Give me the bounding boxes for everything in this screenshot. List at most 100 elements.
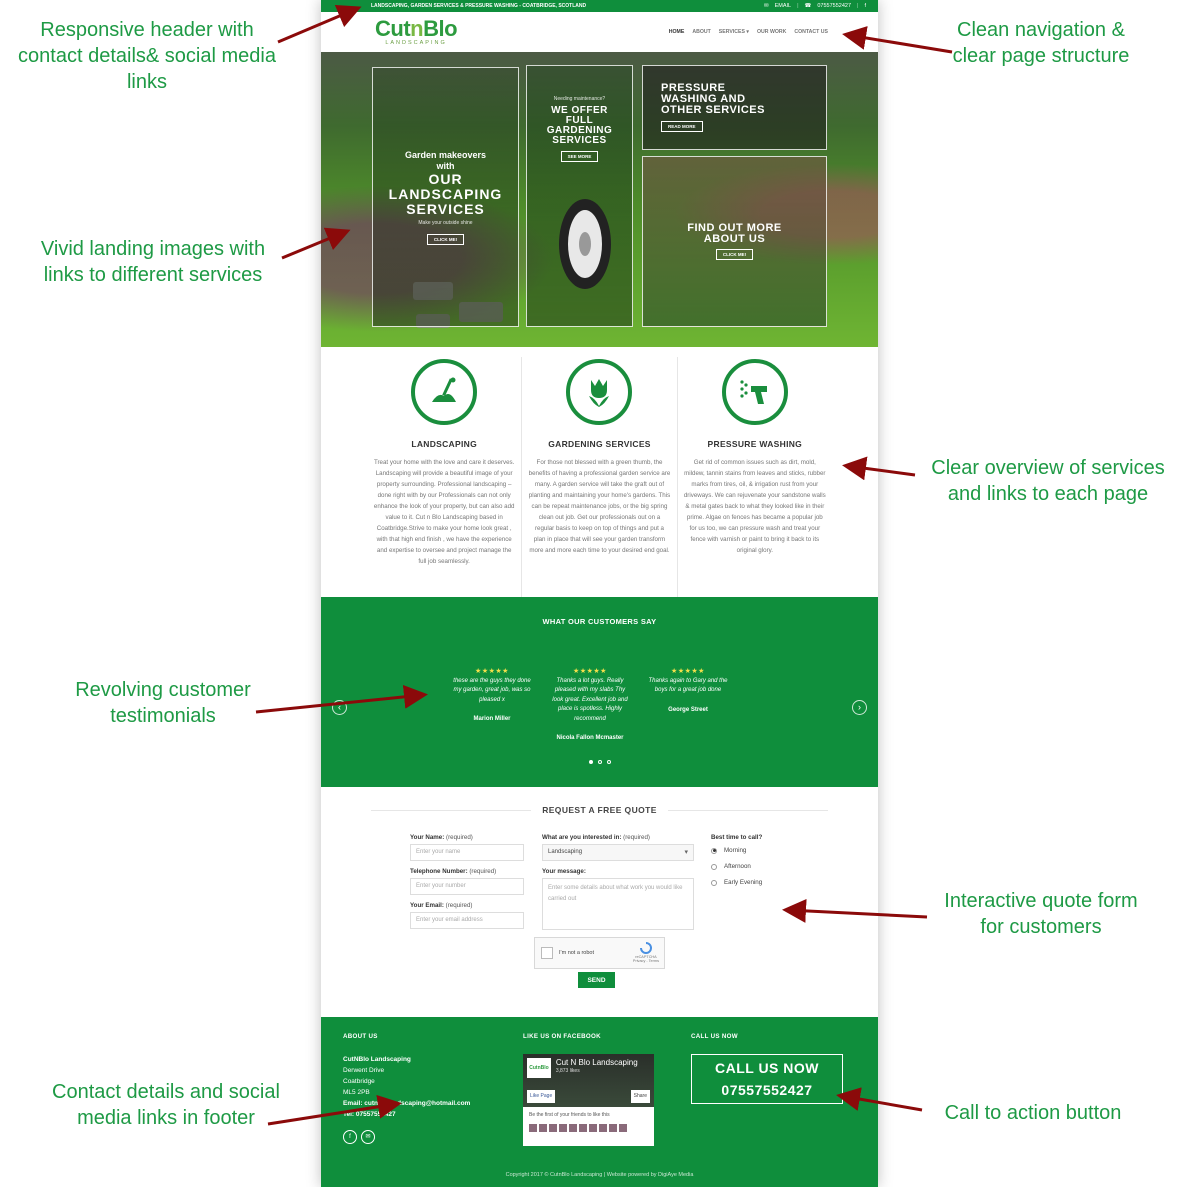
recaptcha-label: I'm not a robot bbox=[559, 950, 594, 956]
divider: | bbox=[857, 3, 859, 9]
testimonial-quote: these are the guys they done my garden, … bbox=[453, 677, 531, 703]
top-bar-phone[interactable]: 07557552427 bbox=[817, 3, 852, 9]
interest-select[interactable]: Landscaping bbox=[542, 844, 694, 861]
facebook-icon[interactable]: f bbox=[343, 1130, 357, 1144]
service-pressure-washing[interactable]: PRESSURE WASHING Get rid of common issue… bbox=[676, 357, 832, 597]
call-now-button[interactable]: CALL US NOW 07557552427 bbox=[691, 1054, 843, 1104]
hero-panel-about[interactable]: FIND OUT MORE ABOUT US CLICK ME! bbox=[642, 156, 827, 327]
hero-p4-line1: FIND OUT MORE bbox=[687, 222, 782, 234]
avatar bbox=[619, 1124, 627, 1132]
radio-afternoon[interactable]: Afternoon bbox=[711, 863, 762, 870]
website-screenshot: LANDSCAPING, GARDEN SERVICES & PRESSURE … bbox=[321, 0, 878, 1187]
testimonial-quote: Thanks again to Gary and the boys for a … bbox=[648, 677, 728, 694]
lawnmower-wheel-icon bbox=[558, 199, 611, 289]
hero-p3-button[interactable]: READ MORE bbox=[661, 121, 703, 132]
send-button[interactable]: SEND bbox=[578, 972, 615, 988]
message-textarea[interactable]: Enter some details about what work you w… bbox=[542, 878, 694, 930]
carousel-dot[interactable] bbox=[588, 760, 593, 764]
radio-button[interactable] bbox=[711, 863, 717, 870]
main-nav: HOME ABOUT SERVICES ▾ OUR WORK CONTACT U… bbox=[669, 29, 828, 35]
recaptcha-icon bbox=[639, 942, 652, 954]
carousel-dot[interactable] bbox=[597, 760, 602, 764]
service-title: GARDENING SERVICES bbox=[548, 439, 651, 449]
nav-item-contact[interactable]: CONTACT US bbox=[794, 29, 828, 35]
avatar bbox=[549, 1124, 557, 1132]
required-label: (required) bbox=[446, 834, 473, 841]
required-label: (required) bbox=[623, 834, 650, 841]
stepping-stone bbox=[416, 314, 450, 328]
interest-field-group: What are you interested in: (required) L… bbox=[542, 834, 694, 861]
email-label: Your Email: bbox=[410, 902, 444, 909]
facebook-likes: 3,873 likes bbox=[555, 1068, 580, 1074]
radio-label: Afternoon bbox=[724, 863, 751, 870]
name-field-group: Your Name: (required) Enter your name bbox=[410, 834, 524, 861]
logo[interactable]: CutnBlo LANDSCAPING bbox=[375, 16, 458, 47]
hero-p1-line4: LANDSCAPING bbox=[388, 185, 503, 202]
service-title: PRESSURE WASHING bbox=[707, 439, 803, 449]
footer-address: Coatbridge bbox=[343, 1078, 375, 1085]
nav-item-our-work[interactable]: OUR WORK bbox=[756, 29, 787, 35]
radio-early-evening[interactable]: Early Evening bbox=[711, 879, 762, 886]
telephone-input[interactable]: Enter your number bbox=[410, 878, 524, 895]
recaptcha-links[interactable]: Privacy - Terms bbox=[632, 959, 659, 963]
telephone-field-group: Telephone Number: (required) Enter your … bbox=[410, 868, 524, 895]
hero-p4-button[interactable]: CLICK ME! bbox=[715, 249, 754, 260]
facebook-page-name[interactable]: Cut N Blo Landscaping bbox=[555, 1058, 638, 1067]
hero-p1-line3: OUR bbox=[428, 170, 463, 187]
recaptcha-brand: reCAPTCHA bbox=[635, 955, 657, 959]
footer-about: ABOUT US CutNBlo Landscaping Derwent Dri… bbox=[343, 1031, 470, 1144]
logo-text-blo: Blo bbox=[423, 16, 458, 41]
hero-panel-pressure-washing[interactable]: PRESSURE WASHING AND OTHER SERVICES READ… bbox=[642, 65, 827, 150]
recaptcha-checkbox[interactable] bbox=[541, 947, 553, 959]
email-icon[interactable]: ✉ bbox=[763, 3, 769, 9]
name-input[interactable]: Enter your name bbox=[410, 844, 524, 861]
tulip-icon bbox=[566, 359, 633, 425]
footer-email[interactable]: Email: cutnblolandscaping@hotmail.com bbox=[343, 1100, 471, 1107]
nav-item-about[interactable]: ABOUT bbox=[692, 29, 711, 35]
hero-p4-line2: ABOUT US bbox=[703, 233, 766, 245]
hero-banner: Garden makeovers with OUR LANDSCAPING SE… bbox=[321, 52, 878, 347]
facebook-like-button[interactable]: Like Page bbox=[527, 1090, 556, 1103]
carousel-next-button[interactable]: › bbox=[852, 700, 867, 715]
radio-button[interactable] bbox=[711, 879, 717, 886]
annotation-quote-form: Interactive quote form for customers bbox=[944, 890, 1138, 938]
service-description: Treat your home with the love and care i… bbox=[373, 459, 515, 565]
service-gardening[interactable]: GARDENING SERVICES For those not blessed… bbox=[521, 357, 676, 597]
required-label: (required) bbox=[445, 902, 473, 909]
service-landscaping[interactable]: LANDSCAPING Treat your home with the lov… bbox=[367, 357, 521, 597]
avatar bbox=[529, 1124, 537, 1132]
carousel-prev-button[interactable]: ‹ bbox=[332, 700, 347, 715]
hero-panel-gardening[interactable]: Needing maintenance? WE OFFER FULL GARDE… bbox=[526, 65, 633, 327]
carousel-dot[interactable] bbox=[606, 760, 611, 764]
radio-morning[interactable]: Morning bbox=[711, 847, 762, 854]
nav-item-services[interactable]: SERVICES ▾ bbox=[718, 29, 749, 35]
quote-form-section: REQUEST A FREE QUOTE Your Name: (require… bbox=[321, 787, 878, 1017]
testimonial-quote: Thanks a lot guys. Really pleased with m… bbox=[552, 677, 628, 722]
testimonials-carousel: ★★★★★ these are the guys they done my ga… bbox=[451, 667, 729, 744]
facebook-icon[interactable]: f bbox=[864, 3, 866, 9]
avatar bbox=[559, 1124, 567, 1132]
hero-p1-button[interactable]: CLICK ME! bbox=[426, 233, 465, 245]
facebook-friends-text: Be the first of your friends to like thi… bbox=[529, 1112, 610, 1118]
radio-button[interactable] bbox=[711, 847, 717, 854]
email-icon[interactable]: ✉ bbox=[361, 1130, 375, 1144]
footer-social: f ✉ bbox=[343, 1130, 470, 1144]
nav-item-home[interactable]: HOME bbox=[668, 29, 685, 35]
recaptcha-badge: reCAPTCHA Privacy - Terms bbox=[633, 942, 659, 963]
landscaping-icon bbox=[411, 359, 478, 425]
email-field-group: Your Email: (required) Enter your email … bbox=[410, 902, 524, 929]
top-bar-email[interactable]: EMAIL bbox=[774, 3, 792, 9]
hero-panel-landscaping[interactable]: Garden makeovers with OUR LANDSCAPING SE… bbox=[372, 67, 519, 327]
facebook-widget[interactable]: CutnBlo Cut N Blo Landscaping 3,873 like… bbox=[523, 1054, 654, 1146]
hero-p1-line1: Garden makeovers bbox=[404, 149, 487, 160]
email-input[interactable]: Enter your email address bbox=[410, 912, 524, 929]
hero-p2-button[interactable]: SEE MORE bbox=[560, 151, 599, 162]
name-label: Your Name: bbox=[410, 834, 445, 841]
phone-icon[interactable]: ☎ bbox=[804, 3, 812, 9]
footer-phone[interactable]: Tel: 07557552427 bbox=[343, 1111, 396, 1118]
site-footer: ABOUT US CutNBlo Landscaping Derwent Dri… bbox=[321, 1017, 878, 1187]
testimonial-item: ★★★★★ Thanks again to Gary and the boys … bbox=[647, 667, 729, 744]
avatar bbox=[599, 1124, 607, 1132]
facebook-share-button[interactable]: Share bbox=[630, 1090, 650, 1103]
recaptcha-widget: I'm not a robot reCAPTCHA Privacy - Term… bbox=[534, 937, 665, 969]
